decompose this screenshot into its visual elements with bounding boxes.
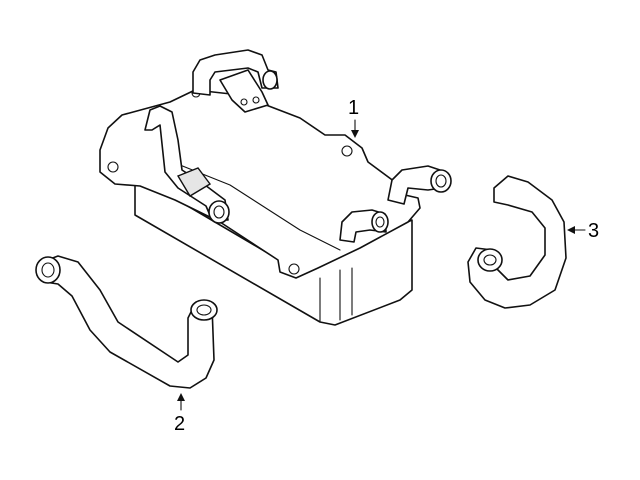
callout-1-label: 1: [348, 97, 359, 119]
cooler-side-face: [134, 177, 413, 326]
hose-2-body: [41, 255, 215, 389]
hose-part-2: [35, 255, 218, 389]
callout-3-label: 3: [588, 220, 599, 242]
oil-cooler-assembly: [99, 49, 452, 326]
callout-2-label: 2: [174, 413, 185, 435]
callout-3: 3: [567, 220, 599, 242]
hose-3-body: [467, 175, 567, 309]
callout-1: 1: [348, 97, 359, 138]
cooler-bracket-top: [219, 69, 269, 113]
cooler-bracket-side: [176, 167, 212, 197]
hose-part-3: [467, 175, 567, 309]
callout-2: 2: [174, 393, 185, 435]
